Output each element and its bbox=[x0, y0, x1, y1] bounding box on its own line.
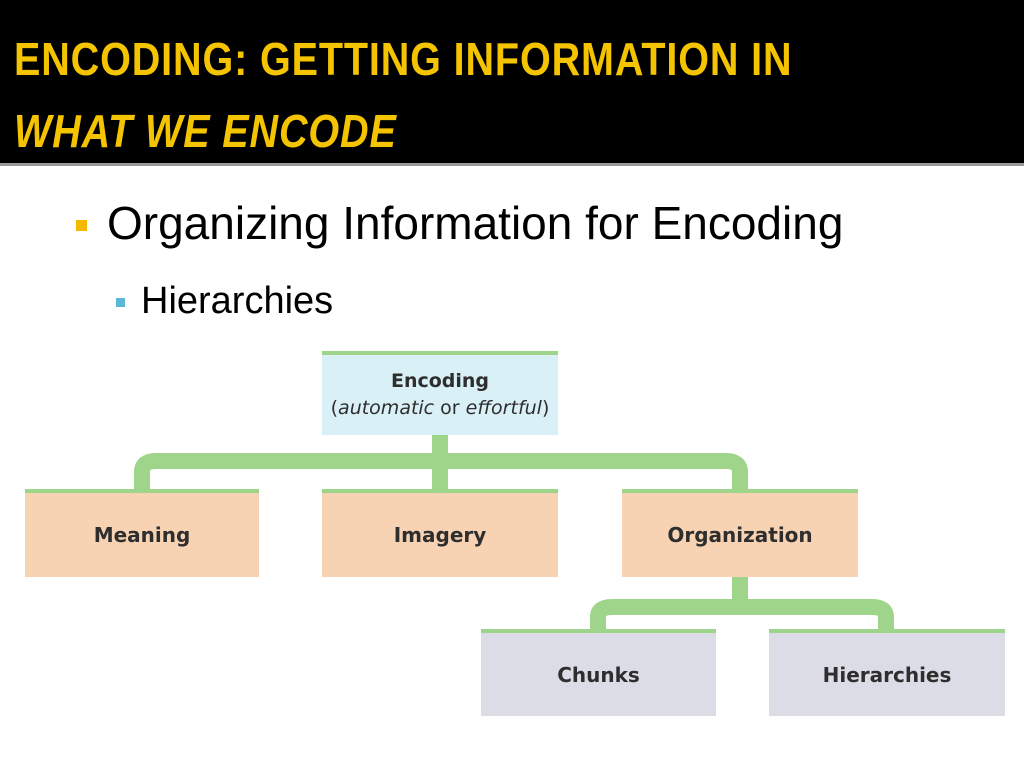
bullet-level-1-text: Organizing Information for Encoding bbox=[107, 197, 844, 249]
bullet-level-2-text: Hierarchies bbox=[141, 280, 334, 322]
node-imagery: Imagery bbox=[322, 489, 558, 577]
slide-title-line-2: WHAT WE ENCODE bbox=[14, 105, 397, 157]
connector-level2-bar bbox=[590, 599, 894, 630]
effortful-text: effortful bbox=[465, 397, 542, 419]
title-bar bbox=[0, 0, 1024, 163]
bullet-level-2: Hierarchies bbox=[116, 280, 333, 323]
node-encoding-label: Encoding bbox=[390, 370, 490, 392]
paren-open: ( bbox=[330, 397, 339, 419]
title-divider bbox=[0, 163, 1024, 166]
or-text: or bbox=[434, 397, 466, 419]
bullet-level-1: Organizing Information for Encoding bbox=[76, 196, 843, 250]
node-chunks: Chunks bbox=[481, 629, 716, 716]
node-organization: Organization bbox=[622, 489, 858, 577]
connector-level1-bar bbox=[134, 453, 748, 490]
paren-close: ) bbox=[541, 397, 550, 419]
automatic-text: automatic bbox=[338, 397, 435, 419]
node-encoding-subtitle: (automatic or effortful) bbox=[331, 395, 550, 422]
slide-title-line-1: ENCODING: GETTING INFORMATION IN bbox=[14, 33, 793, 85]
bullet-square-icon bbox=[116, 298, 125, 307]
bullet-square-icon bbox=[76, 219, 87, 231]
node-hierarchies: Hierarchies bbox=[769, 629, 1005, 716]
node-encoding: Encoding (automatic or effortful) bbox=[322, 351, 558, 435]
node-meaning: Meaning bbox=[25, 489, 259, 577]
